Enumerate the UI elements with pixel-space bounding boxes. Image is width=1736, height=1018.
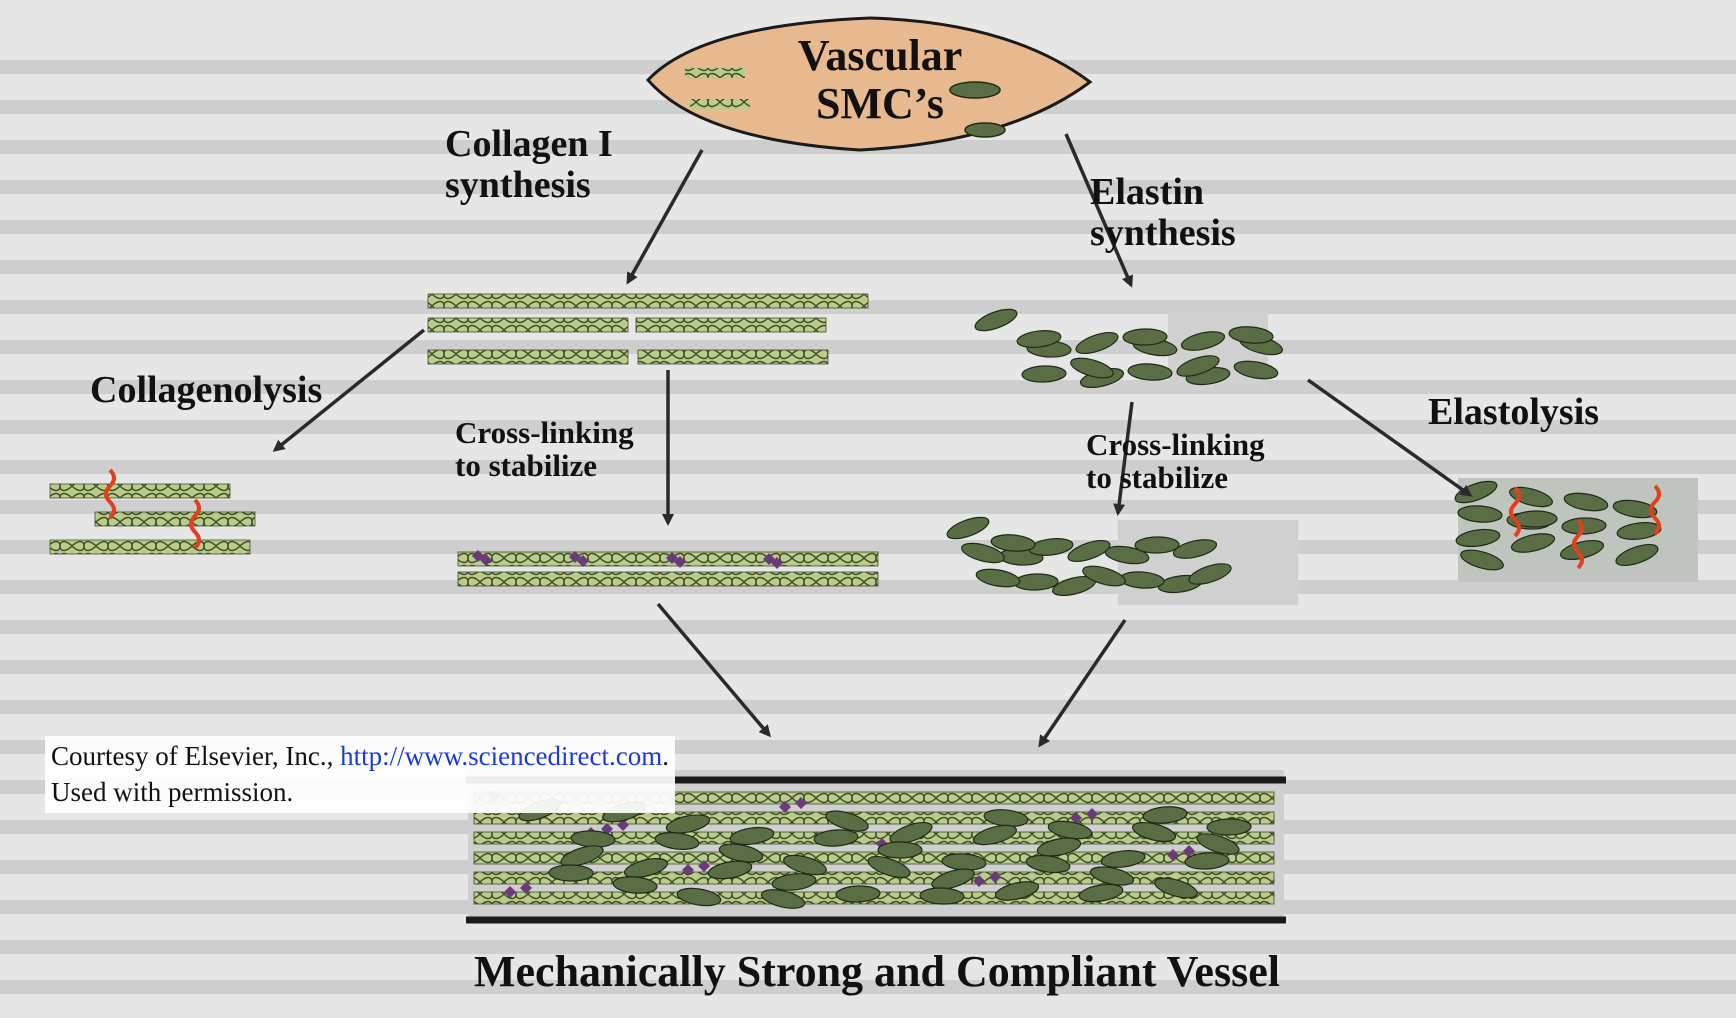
credit-note: Courtesy of Elsevier, Inc., http://www.s…	[45, 736, 675, 813]
crosslink-elastin-label: Cross-linking to stabilize	[1086, 428, 1265, 495]
arrow-elastin-to-vessel	[1040, 620, 1125, 745]
elastolysis-label: Elastolysis	[1428, 392, 1599, 433]
collagen-fiber	[50, 484, 230, 498]
elastin-synthesis-line1: Elastin	[1090, 172, 1236, 213]
elastin-clump	[1123, 329, 1167, 346]
elastin-clump	[878, 842, 922, 858]
cell-fiber	[685, 68, 745, 78]
collagen-fiber	[50, 540, 250, 554]
elastin-synthesis-line2: synthesis	[1090, 213, 1236, 254]
elastin-clump	[549, 865, 593, 882]
credit-line1: Courtesy of Elsevier, Inc., http://www.s…	[51, 738, 669, 774]
vessel-label: Mechanically Strong and Compliant Vessel	[474, 948, 1280, 996]
collagen-fiber	[428, 350, 628, 364]
elastin-clump	[1066, 536, 1113, 565]
credit-line2: Used with permission.	[51, 774, 669, 810]
vascular-smc-label: Vascular SMC’s	[760, 32, 1000, 127]
crosslink-elastin-line2: to stabilize	[1086, 461, 1265, 494]
collagen-synthesis-line2: synthesis	[445, 165, 613, 206]
elastin-clump	[1127, 362, 1172, 381]
elastin-synthesis-label: Elastin synthesis	[1090, 172, 1236, 254]
credit-prefix: Courtesy of Elsevier, Inc.,	[51, 741, 340, 771]
collagen-fiber	[474, 872, 1274, 884]
arrow-collagen-synthesis	[628, 150, 702, 282]
elastin-clump	[1028, 536, 1074, 557]
collagen-fiber-bundle	[428, 294, 868, 364]
cell-fiber	[690, 99, 750, 109]
collagen-fiber	[95, 512, 255, 526]
elastolysis-bundle	[1453, 477, 1698, 582]
collagen-fiber	[636, 318, 826, 332]
crosslinked-collagen-bundle	[458, 550, 878, 586]
elastin-clump	[1207, 819, 1251, 836]
credit-link[interactable]: http://www.sciencedirect.com	[340, 741, 662, 771]
crosslink-collagen-line1: Cross-linking	[455, 416, 634, 449]
elastin-clump	[1022, 365, 1067, 383]
crosslinked-elastin-bundle	[945, 513, 1298, 605]
elastin-clump	[945, 513, 992, 543]
elastin-clump	[1014, 573, 1059, 591]
crosslink-elastin-line1: Cross-linking	[1086, 428, 1265, 461]
collagen-synthesis-label: Collagen I synthesis	[445, 124, 613, 206]
crosslink-collagen-line2: to stabilize	[455, 449, 634, 482]
collagen-fiber	[428, 318, 628, 332]
vascular-line1: Vascular	[760, 32, 1000, 80]
collagen-fiber	[428, 294, 868, 308]
collagen-fiber	[638, 350, 828, 364]
collagenolysis-label: Collagenolysis	[90, 370, 322, 411]
collagen-fiber	[458, 572, 878, 586]
vascular-line2: SMC’s	[760, 80, 1000, 128]
collagenolysis-fiber-bundle	[50, 470, 255, 554]
arrow-collagen-to-vessel	[658, 604, 769, 735]
elastin-clump	[1074, 328, 1121, 357]
collagen-synthesis-line1: Collagen I	[445, 124, 613, 165]
crosslink-collagen-label: Cross-linking to stabilize	[455, 416, 634, 483]
elastin-clump	[1135, 537, 1179, 554]
elastin-clump	[975, 566, 1021, 589]
elastin-bundle	[973, 305, 1285, 391]
credit-suffix: .	[662, 741, 669, 771]
elastin-clump	[973, 305, 1020, 335]
